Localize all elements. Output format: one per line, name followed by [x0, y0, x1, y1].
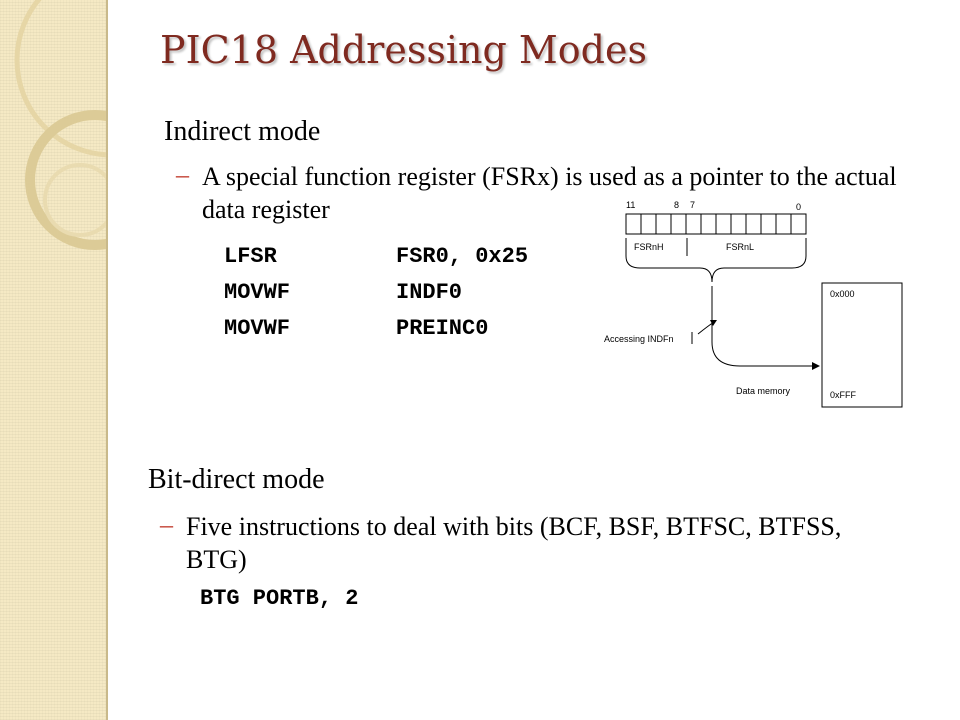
register-bit-cell: [655, 213, 672, 235]
decorative-sidebar: [0, 0, 106, 720]
register-bit-cell: [700, 213, 717, 235]
code-line-arg: INDF0: [396, 280, 463, 305]
btg-code-line: BTG PORTB, 2: [200, 586, 359, 611]
indirect-bullet: A special function register (FSRx) is us…: [202, 162, 897, 224]
register-bit-cell: [760, 213, 777, 235]
fsrnl-label: FSRnL: [726, 242, 754, 252]
bit-direct-mode-heading: Bit-direct mode: [148, 464, 325, 495]
sidebar-divider: [106, 0, 108, 720]
register-bit-cell: [715, 213, 732, 235]
arrowhead-icon: [812, 362, 820, 370]
bit-direct-bullet: Five instructions to deal with bits (BCF…: [186, 512, 842, 574]
register-bit-cell: [745, 213, 762, 235]
bit-0-label: 0: [796, 202, 801, 212]
data-memory-box: [821, 282, 903, 408]
bullet-dash: –: [176, 160, 189, 189]
register-bit-cell: [640, 213, 657, 235]
code-line-arg: FSR0, 0x25: [396, 244, 529, 269]
bit-11-label: 11: [626, 200, 635, 210]
indirect-mode-heading: Indirect mode: [164, 116, 321, 147]
register-cells: [625, 213, 807, 235]
register-bit-cell: [685, 213, 702, 235]
pointer-arrow: [711, 286, 812, 367]
register-bit-cell: [730, 213, 747, 235]
register-bit-cell: [670, 213, 687, 235]
register-bit-cell: [790, 213, 807, 235]
register-bit-cell: [625, 213, 642, 235]
code-line-arg: PREINC0: [396, 316, 489, 341]
sidebar-circles-decoration: [14, 0, 106, 250]
accessing-indfn-label: Accessing INDFn: [604, 334, 674, 344]
fsr-indirect-diagram: 11 8 7 0 FSRnH FSRnL Accessing INDFn Dat…: [604, 200, 903, 408]
bit-7-label: 7: [690, 200, 695, 210]
memory-end-address: 0xFFF: [830, 390, 857, 400]
memory-start-address: 0x000: [830, 289, 855, 299]
code-line-op: LFSR: [224, 244, 277, 269]
fsrnh-label: FSRnH: [634, 242, 664, 252]
register-bit-cell: [775, 213, 792, 235]
arrowhead-icon: [710, 320, 717, 326]
code-line-op: MOVWF: [224, 280, 291, 305]
bit-8-label: 8: [674, 200, 679, 210]
register-brace: [625, 255, 807, 283]
data-memory-label: Data memory: [736, 386, 791, 396]
bullet-dash: –: [160, 510, 173, 539]
code-line-op: MOVWF: [224, 316, 291, 341]
slide-title: PIC18 Addressing Modes: [160, 28, 647, 72]
